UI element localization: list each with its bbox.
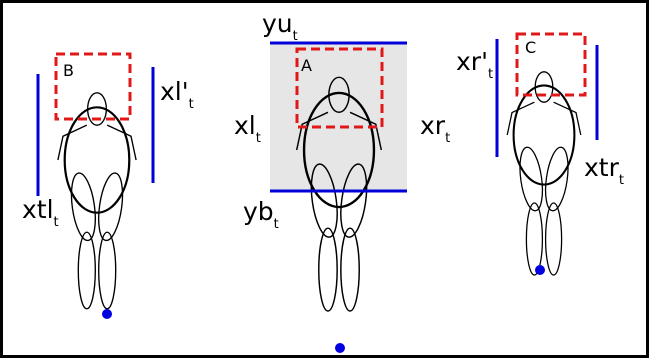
box-label-a: A (301, 56, 312, 75)
label-xtl: xtlt (22, 195, 59, 230)
left-figure: B xl't xtlt (22, 52, 194, 319)
box-label-b: B (63, 61, 74, 80)
label-xl-prime: xl't (160, 77, 194, 112)
box-label-c: C (525, 38, 536, 57)
right-figure: C xr't xtrt (456, 32, 624, 277)
label-yu: yut (262, 9, 298, 44)
label-xr: xrt (420, 111, 450, 146)
head-box-a (295, 47, 384, 129)
head-box-c (515, 32, 587, 97)
head-box-b (54, 52, 132, 121)
label-xl: xlt (234, 111, 261, 146)
center-figure: A yut xlt xrt ybt (234, 9, 450, 353)
label-xr-prime: xr't (456, 47, 493, 82)
label-yb: ybt (243, 197, 279, 232)
shaded-region (270, 43, 407, 191)
center-feet-marker (335, 343, 345, 353)
left-feet-marker (102, 309, 112, 319)
label-xtr: xtrt (584, 153, 624, 188)
right-feet-marker (535, 265, 545, 275)
